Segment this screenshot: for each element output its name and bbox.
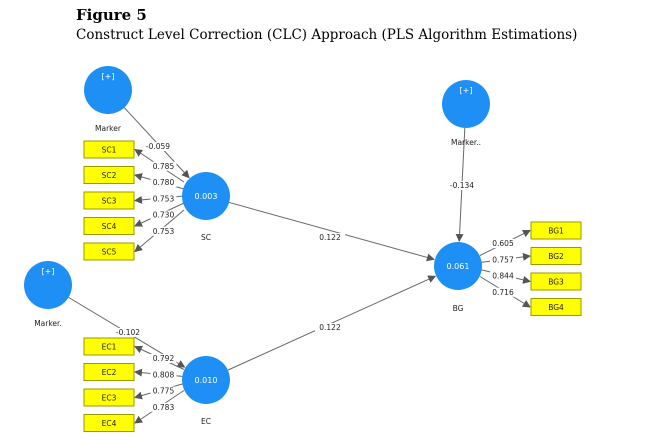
indicator-box-EC4 bbox=[83, 414, 135, 432]
indicator-box-SC5 bbox=[83, 242, 135, 261]
loading-bg bbox=[150, 226, 177, 236]
indicator-box-BG3 bbox=[530, 272, 582, 291]
indicator-box-BG1 bbox=[530, 221, 582, 240]
loading-bg bbox=[490, 239, 516, 248]
loading-BG3: 0.844 bbox=[492, 272, 514, 281]
loading-EC1: 0.792 bbox=[153, 354, 175, 363]
construct-label-BG: BG bbox=[453, 304, 464, 313]
path-coef-bg bbox=[315, 233, 345, 242]
loading-bg bbox=[490, 271, 516, 281]
loading-EC2: 0.808 bbox=[153, 370, 175, 379]
path-coef-bg bbox=[447, 181, 477, 190]
path-coef-bg bbox=[143, 142, 173, 151]
path-coef-SC-BG: 0.122 bbox=[319, 233, 341, 242]
indicator-label-SC4: SC4 bbox=[102, 222, 117, 231]
loading-bg bbox=[490, 287, 516, 297]
path-coef-bg bbox=[315, 323, 345, 332]
marker-tag-marker3: [+] bbox=[42, 267, 55, 276]
indicator-box-SC1 bbox=[83, 140, 135, 159]
loading-bg bbox=[150, 402, 177, 412]
indicator-label-BG2: BG2 bbox=[548, 252, 564, 261]
loading-bg bbox=[150, 354, 177, 363]
construct-node-marker1 bbox=[84, 66, 132, 114]
indicator-label-BG3: BG3 bbox=[548, 278, 564, 287]
loading-SC4: 0.730 bbox=[153, 211, 175, 220]
indicator-label-SC5: SC5 bbox=[102, 248, 117, 257]
loading-SC1: 0.785 bbox=[153, 162, 175, 171]
loading-bg bbox=[150, 210, 177, 220]
indicator-label-BG4: BG4 bbox=[548, 303, 564, 312]
construct-label-SC: SC bbox=[201, 233, 211, 242]
loading-SC3: 0.753 bbox=[153, 194, 175, 203]
loading-bg bbox=[150, 178, 177, 187]
indicator-box-SC3 bbox=[83, 191, 135, 210]
indicator-box-EC1 bbox=[83, 337, 135, 356]
loading-bg bbox=[150, 194, 177, 204]
construct-label-marker2: Marker.. bbox=[451, 138, 481, 147]
indicator-label-EC3: EC3 bbox=[102, 394, 117, 403]
construct-node-marker3 bbox=[24, 261, 72, 309]
indicator-label-SC1: SC1 bbox=[102, 146, 117, 155]
loading-BG1: 0.605 bbox=[492, 239, 514, 248]
indicator-label-EC1: EC1 bbox=[102, 343, 117, 352]
construct-node-marker2 bbox=[442, 80, 490, 128]
construct-label-marker1: Marker bbox=[95, 124, 122, 133]
path-coef-EC-BG: 0.122 bbox=[319, 323, 341, 332]
loading-bg bbox=[490, 255, 516, 265]
indicator-box-EC2 bbox=[83, 363, 135, 381]
marker-tag-marker2: [+] bbox=[460, 86, 473, 95]
figure-label: Figure 5 bbox=[76, 6, 147, 24]
figure-caption: Construct Level Correction (CLC) Approac… bbox=[76, 27, 578, 43]
construct-node-EC bbox=[182, 356, 230, 404]
construct-label-EC: EC bbox=[201, 417, 211, 426]
path-coef-marker1-SC: -0.059 bbox=[146, 142, 170, 151]
path-arrow-SC-BG bbox=[228, 201, 435, 262]
construct-label-marker3: Marker. bbox=[34, 319, 62, 328]
construct-node-BG bbox=[434, 242, 482, 290]
loading-EC3: 0.775 bbox=[153, 387, 175, 396]
indicator-box-EC3 bbox=[83, 388, 135, 407]
loading-bg bbox=[150, 161, 177, 171]
loading-bg bbox=[150, 370, 177, 380]
path-coef-marker2-BG: -0.134 bbox=[450, 181, 474, 190]
loading-BG2: 0.757 bbox=[492, 255, 514, 264]
construct-node-SC bbox=[182, 172, 230, 220]
loading-bg bbox=[150, 386, 177, 396]
construct-value-SC: 0.003 bbox=[195, 192, 218, 201]
construct-value-BG: 0.061 bbox=[447, 262, 470, 271]
indicator-box-BG4 bbox=[530, 298, 582, 316]
construct-value-EC: 0.010 bbox=[195, 376, 218, 385]
indicator-label-SC3: SC3 bbox=[102, 197, 117, 206]
path-coef-marker3-EC: -0.102 bbox=[116, 328, 140, 337]
indicator-label-EC4: EC4 bbox=[102, 419, 117, 428]
indicator-label-EC2: EC2 bbox=[102, 368, 117, 377]
indicator-box-SC2 bbox=[83, 166, 135, 184]
marker-tag-marker1: [+] bbox=[102, 72, 115, 81]
loading-BG4: 0.716 bbox=[492, 288, 514, 297]
indicator-label-BG1: BG1 bbox=[548, 227, 564, 236]
indicator-label-SC2: SC2 bbox=[102, 171, 117, 180]
loading-SC2: 0.780 bbox=[153, 178, 175, 187]
indicator-box-BG2 bbox=[530, 247, 582, 265]
loading-SC5: 0.753 bbox=[153, 227, 175, 236]
path-coef-bg bbox=[113, 328, 143, 337]
loading-EC4: 0.783 bbox=[153, 403, 175, 412]
indicator-box-SC4 bbox=[83, 217, 135, 235]
